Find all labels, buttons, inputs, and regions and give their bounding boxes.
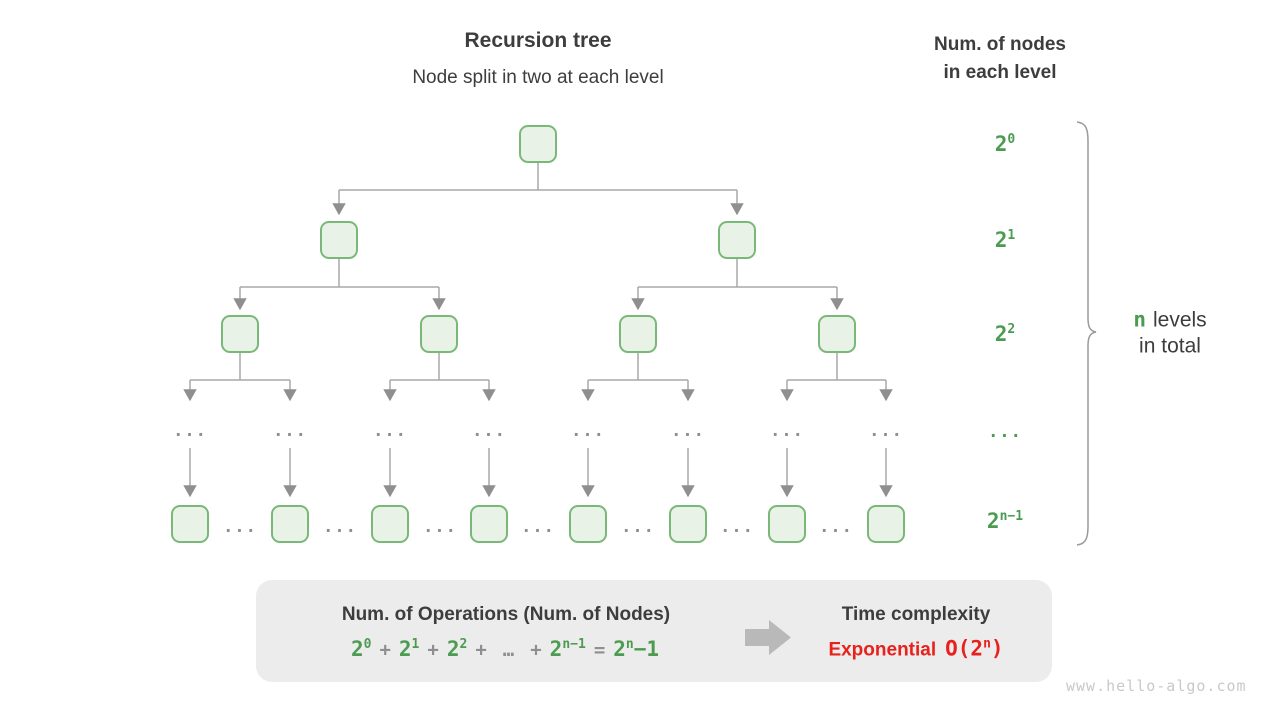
tree-node-level-2 bbox=[420, 315, 458, 353]
ellipsis-dots: ... bbox=[671, 421, 705, 441]
right-column-title-line1: Num. of nodes bbox=[934, 34, 1066, 55]
ellipsis-dots: ... bbox=[223, 517, 257, 537]
formula-term: + bbox=[379, 639, 391, 661]
big-o-notation: O(2n) bbox=[945, 636, 1004, 661]
levels-total-line2: in total bbox=[1139, 334, 1201, 358]
formula-term: + bbox=[427, 639, 439, 661]
ellipsis-dots: ... bbox=[869, 421, 903, 441]
formula-term: 2n−1 bbox=[613, 637, 660, 661]
ellipsis-dots: ... bbox=[323, 517, 357, 537]
formula-term: 21 bbox=[398, 637, 420, 661]
summary-box: Num. of Operations (Num. of Nodes) 20 +21… bbox=[256, 580, 1052, 682]
right-column-title: Num. of nodes in each level bbox=[934, 31, 1066, 87]
formula-term: 20 bbox=[350, 637, 372, 661]
formula-term: + bbox=[530, 639, 542, 661]
implies-arrow-icon bbox=[745, 620, 791, 655]
ellipsis-dots: ... bbox=[819, 517, 853, 537]
watermark: www.hello-algo.com bbox=[1066, 677, 1247, 695]
tree-node-level-2 bbox=[619, 315, 657, 353]
tree-node-level-n-1 bbox=[271, 505, 309, 543]
right-column-title-line2: in each level bbox=[943, 62, 1057, 83]
diagram-subtitle: Node split in two at each level bbox=[412, 67, 664, 88]
ellipsis-dots: ... bbox=[770, 421, 804, 441]
tree-node-level-n-1 bbox=[470, 505, 508, 543]
level-count-label: ... bbox=[988, 422, 1022, 442]
ellipsis-dots: ... bbox=[472, 421, 506, 441]
time-complexity-title: Time complexity bbox=[841, 604, 991, 625]
ellipsis-dots: ... bbox=[571, 421, 605, 441]
level-count-label: 2n−1 bbox=[986, 509, 1024, 533]
diagram-title: Recursion tree bbox=[464, 29, 612, 52]
ellipsis-dots: ... bbox=[273, 421, 307, 441]
tree-node-level-1 bbox=[320, 221, 358, 259]
ellipsis-dots: ... bbox=[423, 517, 457, 537]
formula-term: = bbox=[593, 639, 606, 661]
tree-node-level-n-1 bbox=[867, 505, 905, 543]
ellipsis-dots: ... bbox=[373, 421, 407, 441]
level-count-label: 20 bbox=[994, 132, 1016, 156]
operations-formula: 20 +21 +22 + … +2n−1 = 2n−1 bbox=[351, 637, 659, 661]
formula-term: … bbox=[502, 639, 515, 661]
tree-node-level-n-1 bbox=[371, 505, 409, 543]
tree-node-level-0 bbox=[519, 125, 557, 163]
tree-node-level-n-1 bbox=[768, 505, 806, 543]
operations-title: Num. of Operations (Num. of Nodes) bbox=[341, 604, 671, 625]
tree-node-level-n-1 bbox=[171, 505, 209, 543]
ellipsis-dots: ... bbox=[621, 517, 655, 537]
time-complexity-value: Exponential O(2n) bbox=[828, 637, 1003, 662]
formula-term: + bbox=[475, 639, 487, 661]
tree-node-level-1 bbox=[718, 221, 756, 259]
level-count-label: 22 bbox=[994, 322, 1016, 346]
formula-term: 2n−1 bbox=[549, 637, 586, 661]
tree-node-level-2 bbox=[818, 315, 856, 353]
tree-node-level-n-1 bbox=[669, 505, 707, 543]
ellipsis-dots: ... bbox=[720, 517, 754, 537]
tree-node-level-n-1 bbox=[569, 505, 607, 543]
ellipsis-dots: ... bbox=[173, 421, 207, 441]
tree-node-level-2 bbox=[221, 315, 259, 353]
level-count-label: 21 bbox=[994, 228, 1016, 252]
formula-term: 22 bbox=[446, 637, 468, 661]
ellipsis-dots: ... bbox=[521, 517, 555, 537]
n-highlight: n bbox=[1133, 307, 1146, 332]
complexity-word: Exponential bbox=[828, 639, 937, 661]
